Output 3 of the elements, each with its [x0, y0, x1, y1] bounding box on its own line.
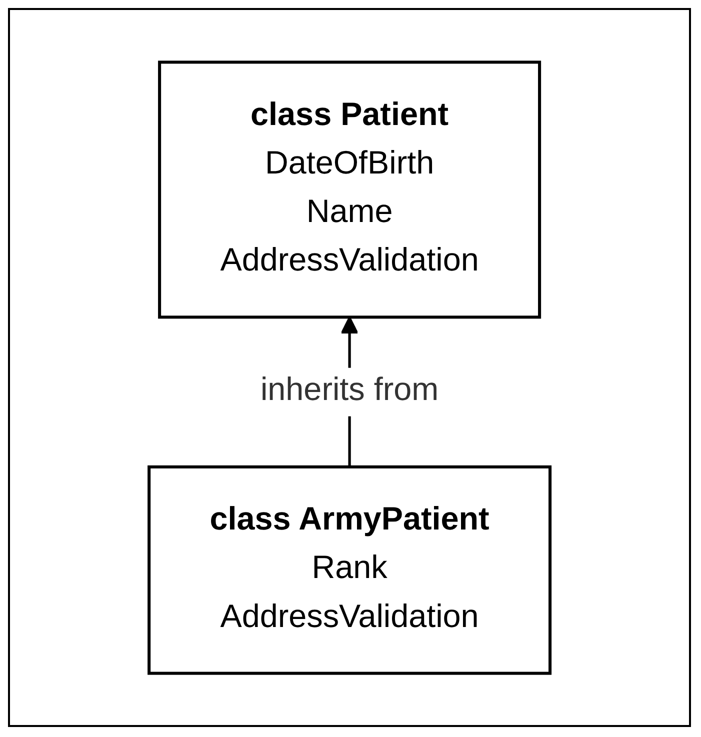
node-box: class Patient DateOfBirth Name AddressValidation	[158, 60, 542, 318]
node-box: class ArmyPatient Rank AddressValidation	[148, 465, 552, 675]
edge-label: inherits from	[260, 374, 439, 408]
